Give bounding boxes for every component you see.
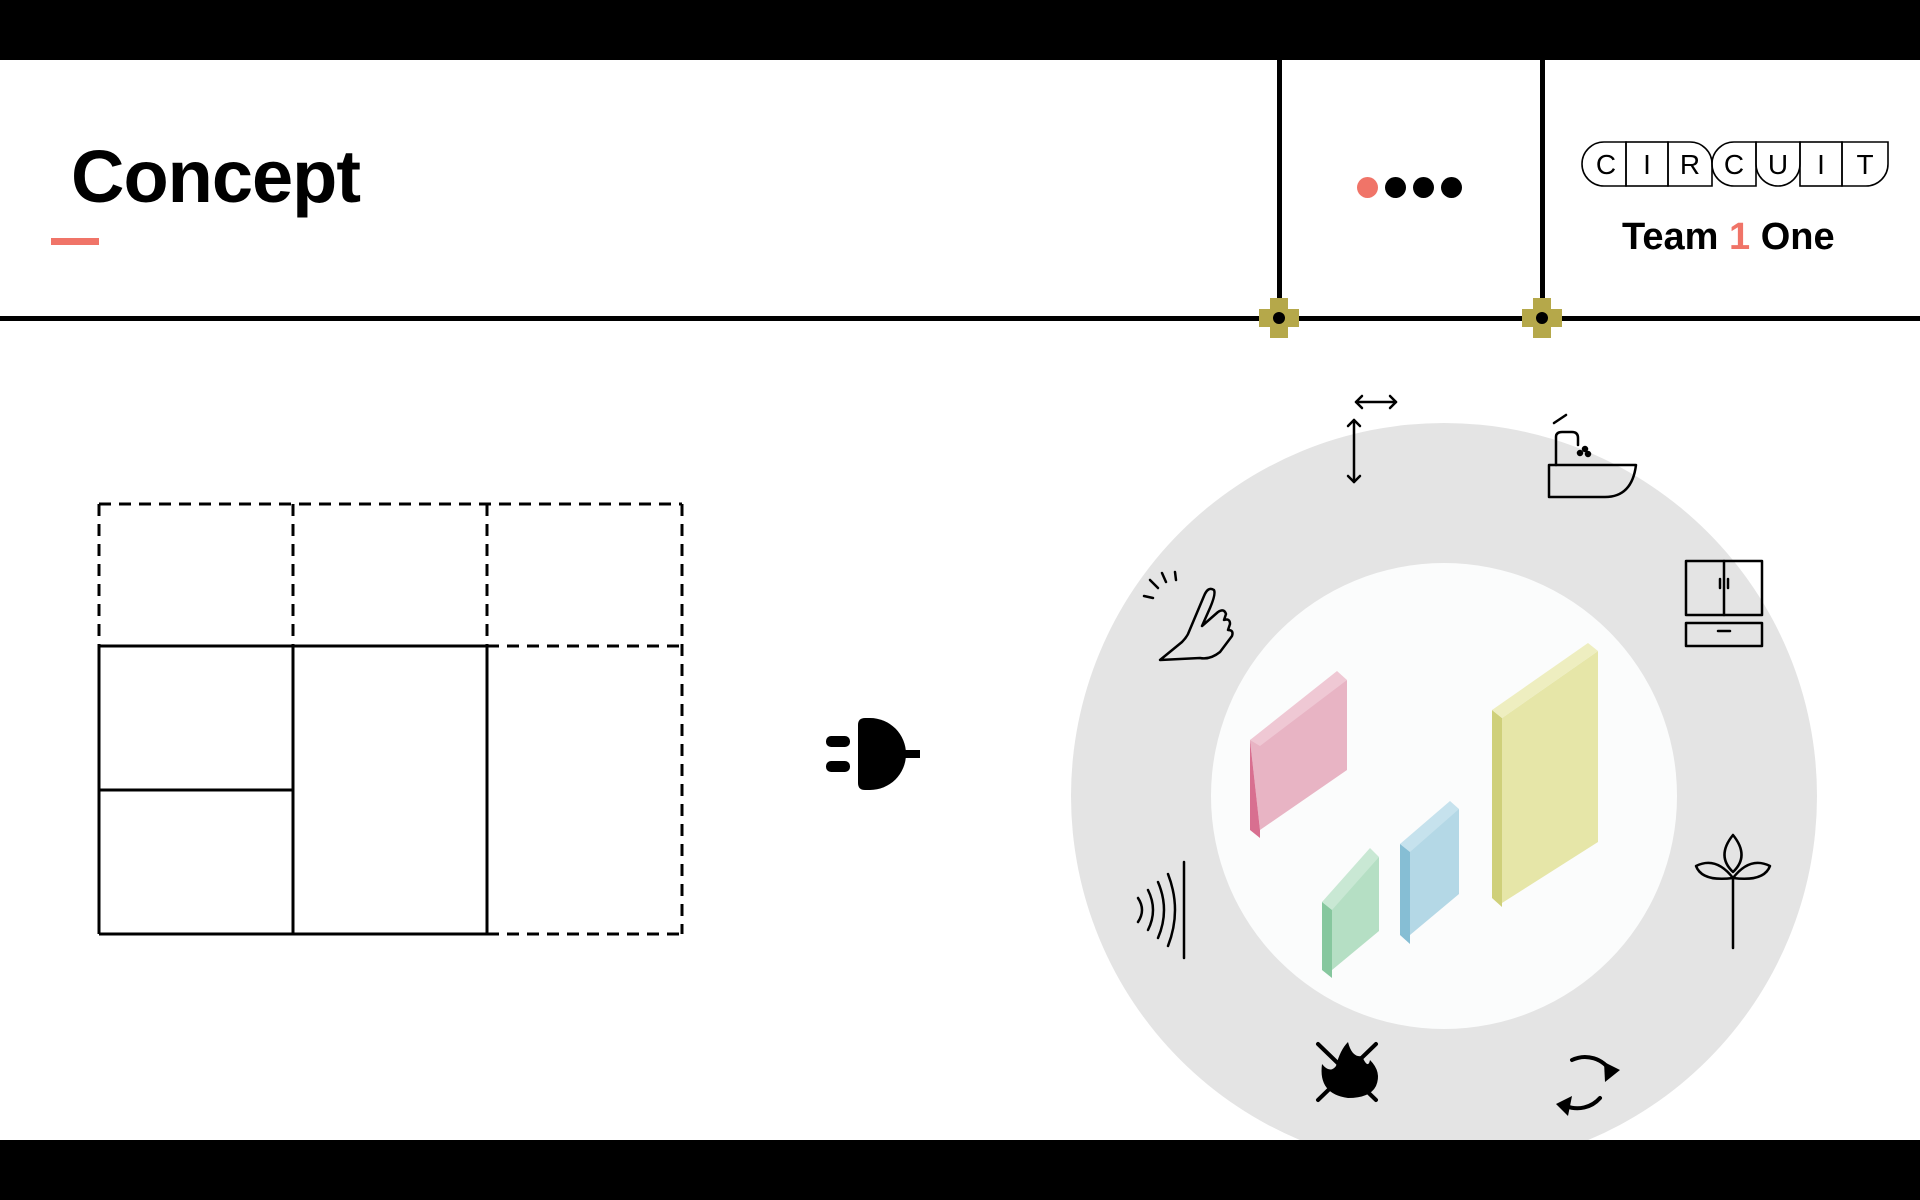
header-rule — [0, 316, 1920, 321]
logo-letter: T — [1856, 149, 1873, 180]
panel-blue — [1400, 801, 1459, 944]
page-dot-3[interactable] — [1413, 177, 1434, 198]
team-prefix: Team — [1622, 216, 1719, 258]
connector-node-right — [1522, 298, 1562, 338]
plug-icon — [826, 718, 920, 790]
team-suffix: One — [1760, 216, 1835, 258]
page-dot-1[interactable] — [1357, 177, 1378, 198]
top-letterbox — [0, 0, 1920, 60]
touch-icon — [1142, 570, 1234, 662]
team-name: Team 1 One — [1622, 216, 1835, 259]
diagram-canvas — [97, 298, 1817, 1140]
slide: Concept C I R C U I T Team 1 — [0, 60, 1920, 1140]
resize-arrows-icon — [1346, 394, 1398, 484]
modular-grid — [97, 502, 684, 936]
page-dot-2[interactable] — [1385, 177, 1406, 198]
bottom-letterbox — [0, 1140, 1920, 1200]
isometric-panels — [1250, 643, 1598, 978]
logo-letter: I — [1643, 149, 1651, 180]
team-number: 1 — [1729, 216, 1751, 258]
logo-letter: R — [1680, 149, 1700, 180]
circuit-logo: C I R C U I T — [1581, 141, 1889, 187]
page-dot-4[interactable] — [1441, 177, 1462, 198]
logo-letter: U — [1768, 149, 1788, 180]
logo-letter: C — [1724, 149, 1744, 180]
logo-letter: I — [1817, 149, 1825, 180]
panel-green — [1322, 848, 1379, 978]
header-divider-left — [1277, 60, 1282, 318]
sink-icon — [1547, 413, 1638, 499]
logo-letter: C — [1596, 149, 1616, 180]
plant-icon — [1694, 833, 1772, 950]
page-title: Concept — [71, 135, 361, 218]
panel-pink — [1250, 671, 1347, 838]
recycle-icon — [1556, 1055, 1620, 1116]
title-accent-bar — [51, 238, 99, 245]
panel-yellow — [1492, 643, 1598, 907]
connector-node-left — [1259, 298, 1299, 338]
header-divider-right — [1540, 60, 1545, 318]
page-indicator — [1357, 177, 1462, 198]
cabinet-icon — [1684, 559, 1764, 648]
grid-solid-lines — [97, 644, 489, 936]
acoustic-icon — [1136, 860, 1186, 960]
no-fire-icon — [1316, 1042, 1378, 1102]
grid-dashed-lines — [97, 502, 684, 936]
